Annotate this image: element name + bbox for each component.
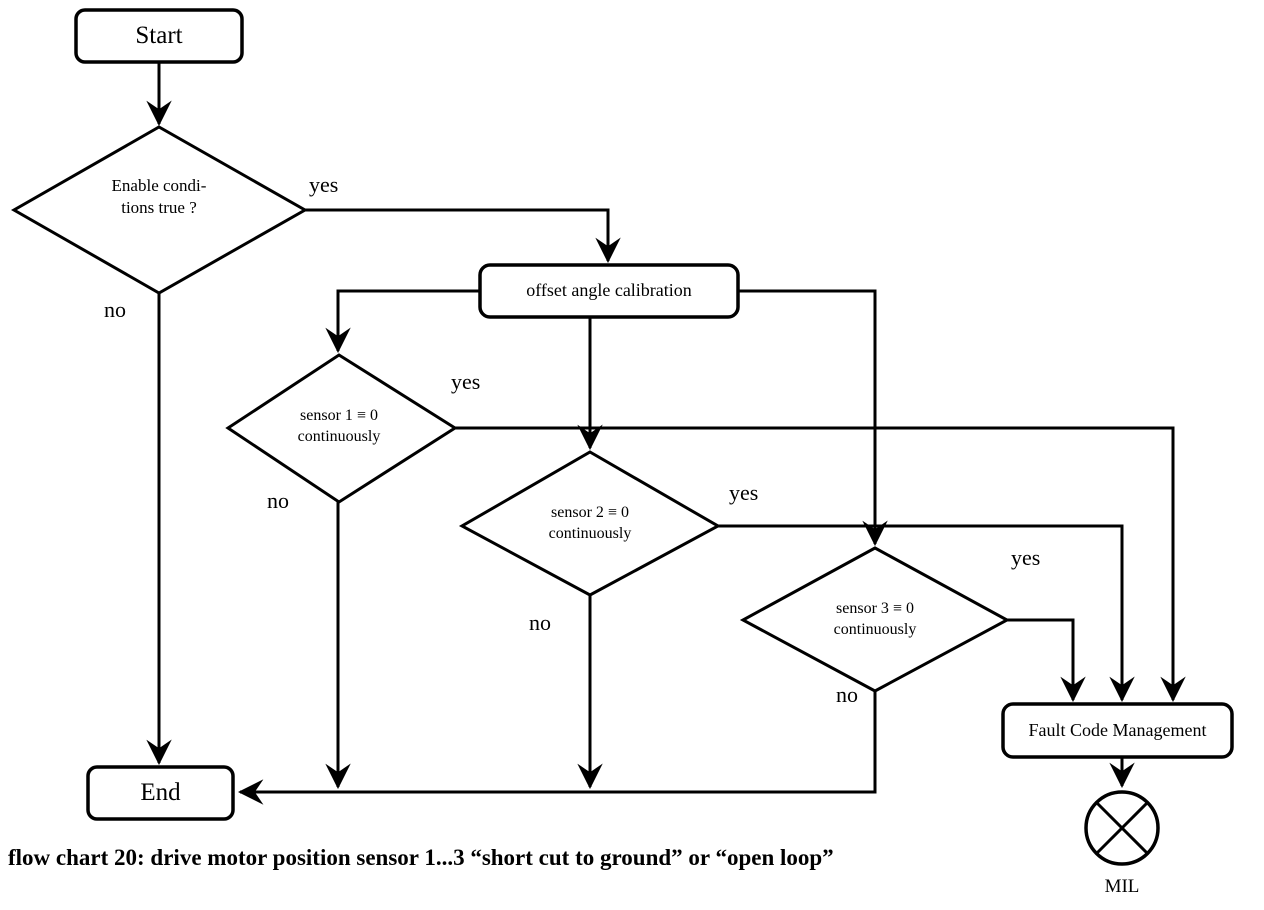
label-sensor1-no: no (267, 488, 289, 513)
mil-indicator-icon (1084, 790, 1160, 866)
fault-code-management-label: Fault Code Management (1028, 719, 1207, 740)
edge-enable-yes-to-offset (305, 208, 621, 264)
mil-label: MIL (1104, 876, 1140, 897)
sensor3-label: sensor 3 ≡ 0 continuously (833, 600, 917, 638)
edge-sensor1-yes-to-fault (455, 426, 1186, 703)
fault-code-management-node (1001, 702, 1234, 759)
edge-sensor3-yes-to-fault (1007, 618, 1086, 703)
end-node (86, 765, 235, 821)
label-enable-no: no (104, 297, 126, 322)
start-node (74, 8, 244, 64)
edge-offset-to-sensor1 (325, 289, 480, 354)
start-label: Start (135, 21, 183, 49)
edge-offset-to-sensor3 (738, 289, 888, 547)
sensor1-label: sensor 1 ≡ 0 continuously (297, 407, 381, 445)
label-sensor2-no: no (529, 610, 551, 635)
label-sensor3-yes: yes (1011, 545, 1041, 570)
sensor2-node (458, 450, 722, 597)
sensor1-node (225, 353, 458, 504)
enable-conditions-node (10, 125, 309, 295)
label-enable-yes: yes (309, 172, 339, 197)
figure-caption: flow chart 20: drive motor position sens… (8, 845, 834, 870)
sensor2-label: sensor 2 ≡ 0 continuously (548, 504, 632, 542)
label-sensor2-yes: yes (729, 480, 759, 505)
offset-angle-calibration-label: offset angle calibration (526, 280, 692, 301)
edge-sensor3-no-to-end (237, 691, 877, 805)
label-sensor1-yes: yes (451, 369, 481, 394)
edge-sensor2-yes-to-fault (718, 524, 1135, 703)
sensor3-node (739, 546, 1011, 693)
end-label: End (140, 778, 181, 806)
label-sensor3-no: no (836, 682, 858, 707)
enable-conditions-label: Enable condi- tions true ? (111, 175, 207, 217)
offset-angle-calibration-node (478, 263, 740, 319)
